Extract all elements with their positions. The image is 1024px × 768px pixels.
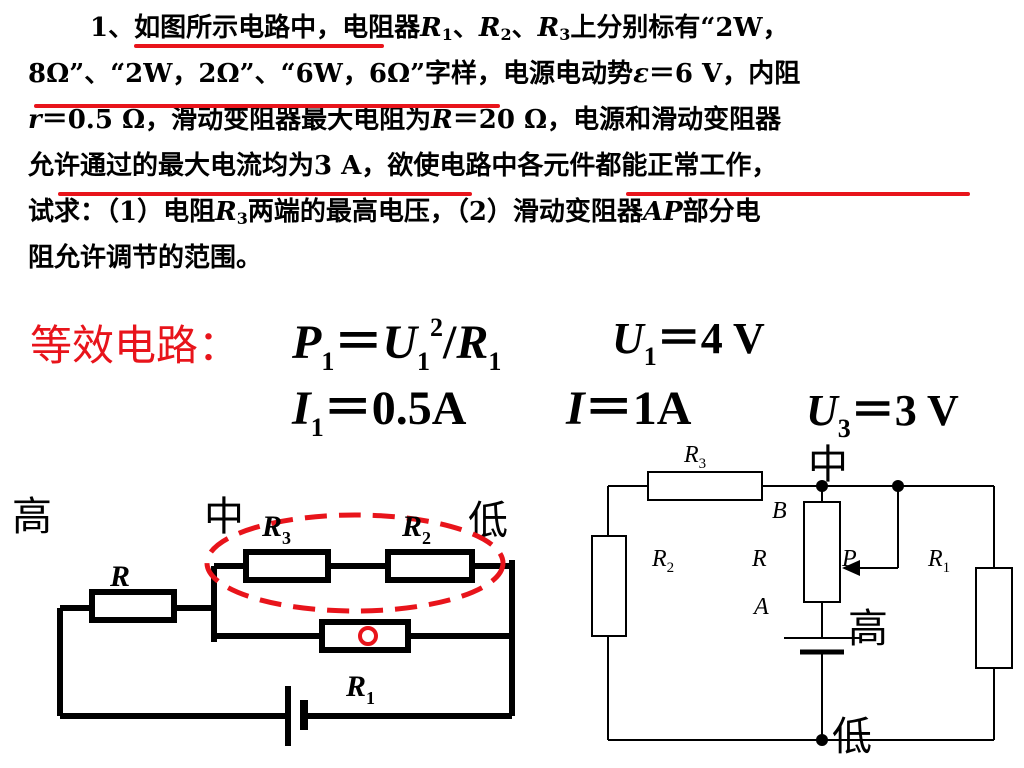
eq-i1: I1＝0.5A [292,382,467,442]
resistor-r3-right [647,471,763,501]
resistor-r2-right [591,535,627,637]
red-dashed-ellipse [204,512,506,614]
label-a: A [752,594,769,620]
eq-i: I＝1A [566,382,692,435]
node-bottom [816,734,828,746]
underline-1 [134,44,384,48]
slider-marker [358,626,378,646]
problem-line-3: r＝0.5 Ω，滑动变阻器最大电阻为R＝20 Ω，电源和滑动变阻器 [28,105,782,135]
problem-line-5: 试求：（1）电阻R3两端的最高电压，（2）滑动变阻器AP部分电 [28,197,761,228]
eq-u1: U1＝4 V [612,314,765,371]
label-r-right: R [751,546,767,572]
resistor-r2 [385,549,475,583]
label-r1: R1 [345,670,375,708]
resistor-r [89,589,177,623]
left-high-label: 高 [12,494,52,540]
rheostat [803,501,841,603]
label-r3-right: R3 [683,442,706,472]
underline-4 [626,192,970,196]
node-top-mid [816,480,828,492]
slider-arrow [842,560,860,576]
right-low-label: 低 [832,714,872,760]
equiv-circuit-label: 等效电路： [30,321,241,370]
resistor-r1-right [975,567,1013,669]
label-r1-right: R1 [927,546,950,576]
label-r2: R2 [401,510,431,548]
resistor-r3 [243,549,331,583]
problem-line-6: 阻允许调节的范围。 [28,243,263,273]
label-r: R [109,560,130,593]
node-top-right [892,480,904,492]
label-b: B [772,498,787,524]
problem-line-1: 1、如图所示电路中，电阻器R1、R2、R3上分别标有“2W， [90,13,789,44]
eq-power: P1＝U12/R1 [292,313,502,376]
label-r2-right: R2 [651,546,674,576]
eq-u3: U3＝3 V [806,386,959,443]
problem-line-4: 允许通过的最大电流均为3 A，欲使电路中各元件都能正常工作， [28,151,778,181]
problem-line-2: 8Ω”、“2W，2Ω”、“6W，6Ω”字样，电源电动势ε＝6 V，内阻 [28,59,801,89]
right-circuit [591,471,1013,741]
underline-2 [34,104,500,108]
underline-3 [58,192,472,196]
right-high-label: 高 [848,606,888,652]
right-mid-label: 中 [808,442,848,488]
label-r3: R3 [261,510,291,548]
label-p: P [841,546,857,572]
left-mid-label: 中 [204,494,244,540]
